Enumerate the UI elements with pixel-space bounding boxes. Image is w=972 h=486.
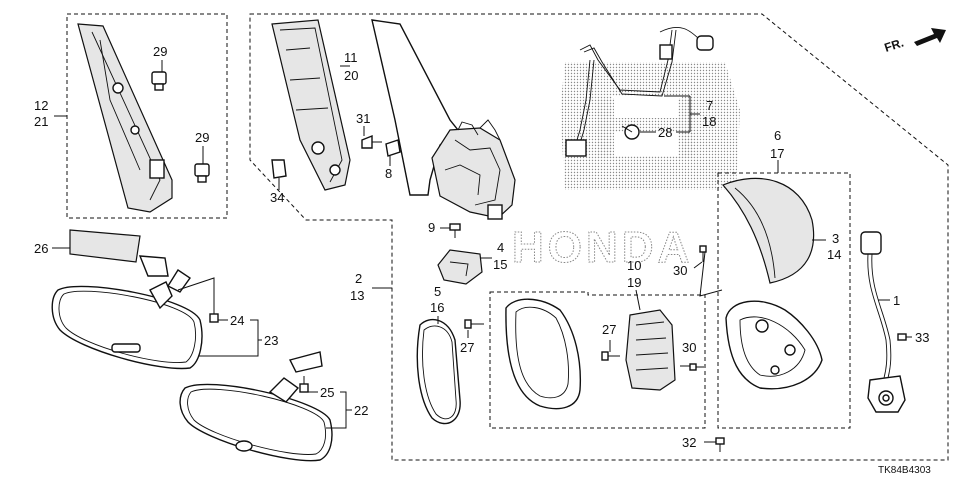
callout-1: 1 [893,293,900,308]
callout-32: 32 [682,435,696,450]
callout-11: 11 [344,50,358,65]
callout-15: 15 [493,257,507,272]
clip-29a-part [151,71,167,91]
screw-27b-part [601,351,620,361]
camera-unit-part [860,231,906,413]
callout-27b: 27 [602,322,616,337]
mirror-housing-part [725,300,823,390]
screw-30a-part [699,245,707,262]
callout-18: 18 [702,114,716,129]
skull-cap-part [721,177,815,284]
callout-29a: 29 [153,44,167,59]
callout-3: 3 [832,231,839,246]
screw-9-part [449,223,461,238]
wire-harness-part [565,27,714,157]
screw-27a-part [464,319,484,329]
rear-view-mirror-23-part [51,269,203,370]
callout-9: 9 [428,220,435,235]
clip-29b-part [194,163,210,183]
callout-21: 21 [34,114,48,129]
callout-28: 28 [658,125,672,140]
callout-13: 13 [350,288,364,303]
actuator-10-part [625,309,676,391]
mirror-cover-frame-part [505,298,582,410]
callout-19: 19 [627,275,641,290]
callout-25: 25 [320,385,334,400]
callout-12: 12 [34,98,48,113]
callout-30a: 30 [673,263,687,278]
honda-wordmark: HONDA [512,223,693,272]
bracket-4-part [437,249,483,285]
callout-27a: 27 [460,340,474,355]
leader-lines [52,60,912,443]
callout-8: 8 [385,166,392,181]
diagram-code: TK84B4303 [878,465,931,476]
front-arrow-icon [914,28,946,46]
callout-6: 6 [774,128,781,143]
front-direction-label: FR. [883,36,906,55]
callout-4: 4 [497,240,504,255]
screw-33-part [897,333,907,341]
callout-5: 5 [434,284,441,299]
callout-33: 33 [915,330,929,345]
honda-logo-watermark: HONDA [512,62,740,273]
callout-7: 7 [706,98,713,113]
mirror-housing-box [717,172,851,429]
mirror-base-part [371,19,516,220]
screw-31-part [361,134,382,149]
screw-25-part [299,376,309,393]
callout-24: 24 [230,313,244,328]
callout-2: 2 [355,271,362,286]
callout-22: 22 [354,403,368,418]
callout-31: 31 [356,111,370,126]
bolt-28-part [621,124,640,140]
callout-26: 26 [34,241,48,256]
callout-10: 10 [627,258,641,273]
screw-24-part [209,306,219,323]
screw-32-part [715,437,725,452]
callout-20: 20 [344,68,358,83]
mirror-glass-part [416,318,461,425]
inner-garnish-part [77,23,173,213]
grommet-34-part [271,159,287,179]
callout-16: 16 [430,300,444,315]
screw-30b-part [689,363,704,371]
rear-view-mirror-22-part [179,351,333,462]
triangle-garnish-part [271,19,351,191]
callout-30b: 30 [682,340,696,355]
callout-34: 34 [270,190,284,205]
callout-17: 17 [770,146,784,161]
callout-23: 23 [264,333,278,348]
callout-29b: 29 [195,130,209,145]
callout-14: 14 [827,247,841,262]
door-mirror-assembly-box [249,13,949,461]
mirror-cover-26-part [69,229,169,277]
front-direction-indicator: FR. [883,28,946,55]
nut-8-part [385,139,401,157]
